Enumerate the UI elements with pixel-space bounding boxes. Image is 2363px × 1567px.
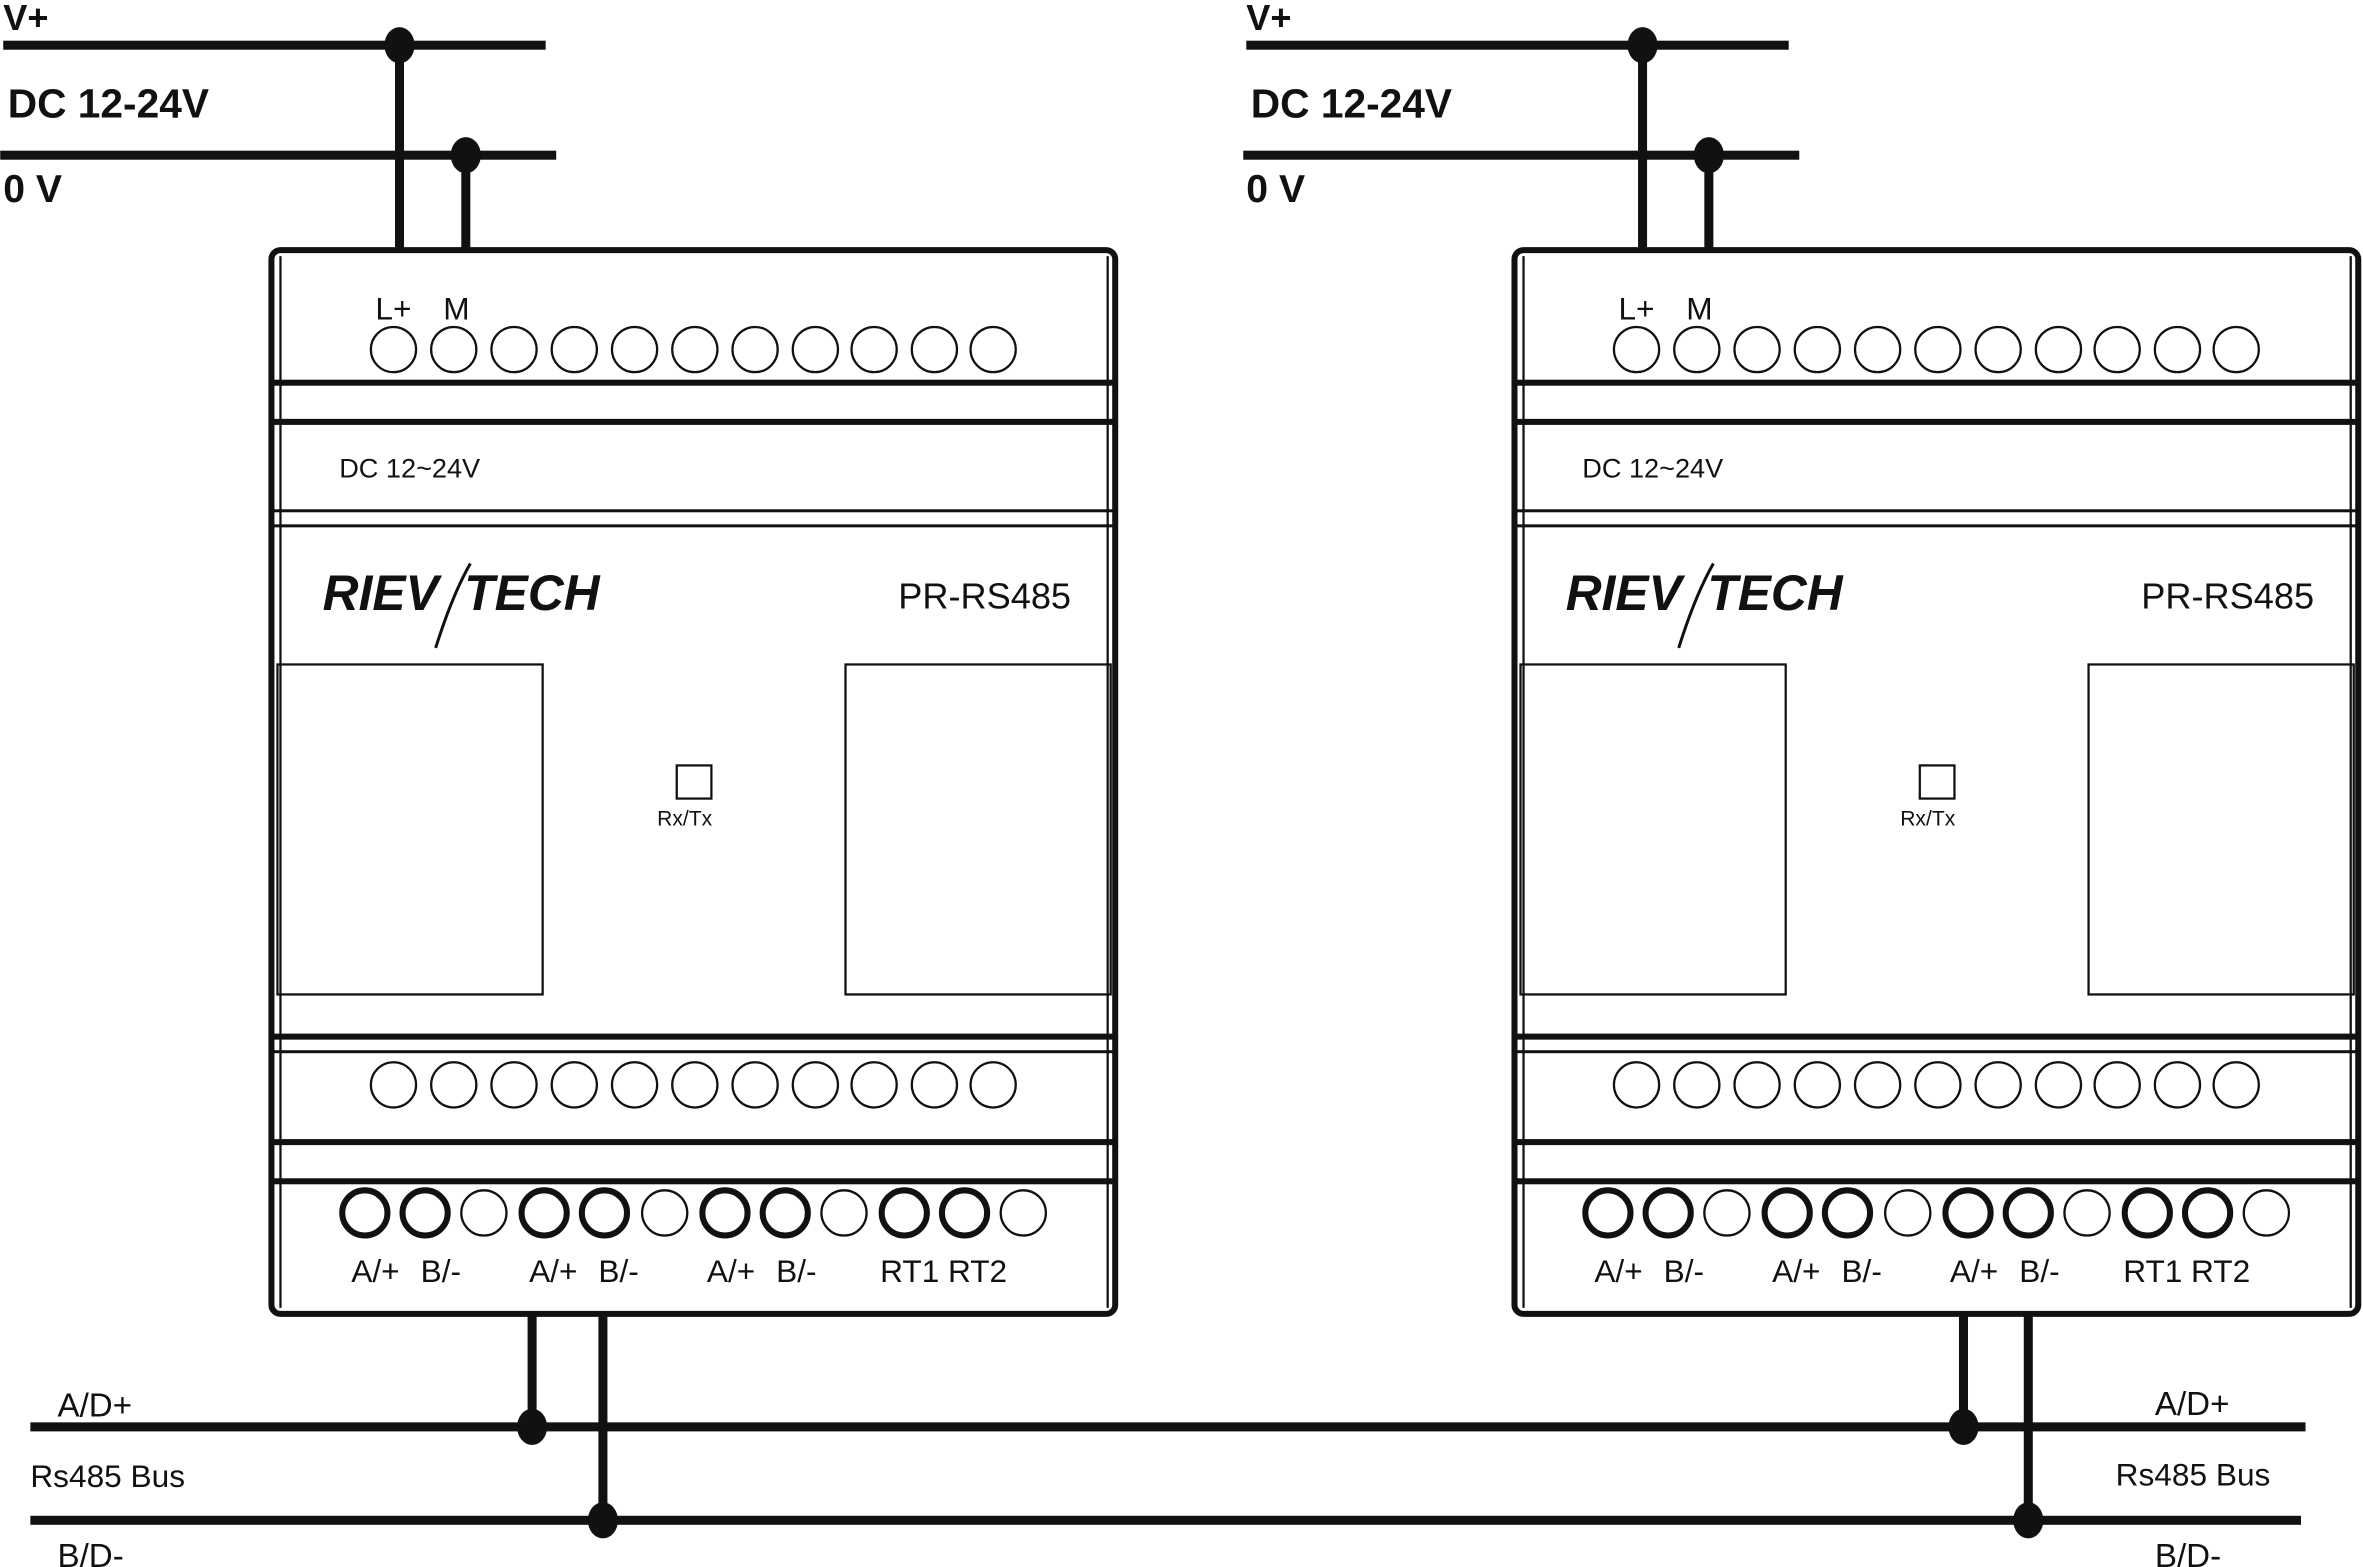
terminal-label-b: B/- [2019, 1253, 2059, 1289]
terminal-label-rt1: RT1 [2123, 1253, 2182, 1289]
terminal-label-a: A/+ [1594, 1253, 1642, 1289]
drop-wire-b-left [598, 1313, 608, 1521]
power-supply-right: V+ DC 12-24V 0 V [1243, 0, 1800, 251]
bottom-terminal-row [339, 1187, 1048, 1239]
terminal-label-rt2: RT2 [2191, 1253, 2250, 1289]
brand-logo: RIEV TECH [323, 562, 601, 649]
supply-label: DC 12-24V [8, 81, 209, 127]
zero-rail [1243, 150, 1800, 160]
vplus-label: V+ [3, 0, 48, 38]
brand-logo: RIEV TECH [1566, 562, 1844, 649]
model-label: PR-RS485 [2141, 576, 2314, 617]
label-window-left [1519, 663, 1787, 996]
terminal-label-m: M [1686, 290, 1712, 326]
bus-line-b [30, 1515, 2302, 1525]
led-label: Rx/Tx [657, 808, 712, 831]
bus-b-label-left: B/D- [57, 1538, 123, 1567]
top-terminal-row [1612, 325, 2260, 374]
zero-rail [0, 150, 557, 160]
zero-label: 0 V [3, 168, 62, 211]
bus-name-left: Rs485 Bus [30, 1458, 185, 1494]
terminal-label-a: A/+ [351, 1253, 399, 1289]
lplus-wire [394, 45, 405, 251]
terminal-label-a: A/+ [529, 1253, 577, 1289]
terminal-label-b: B/- [598, 1253, 638, 1289]
rxtx-led [675, 764, 713, 800]
vplus-label: V+ [1246, 0, 1291, 38]
terminal-label-b: B/- [776, 1253, 816, 1289]
junction-dot [384, 27, 415, 64]
terminal-label-a: A/+ [1772, 1253, 1820, 1289]
terminal-label-b: B/- [1841, 1253, 1881, 1289]
pr-rs485-module-left: L+ M DC 12~24V RIEV TECH PR-RS485 Rx/Tx [268, 247, 1119, 1317]
module-housing [268, 247, 1119, 1317]
led-label: Rx/Tx [1900, 808, 1955, 831]
m-wire [461, 155, 471, 251]
terminal-label-a: A/+ [1950, 1253, 1998, 1289]
rs485-bus: A/D+ Rs485 Bus B/D- A/D+ Rs485 Bus B/D- [30, 1313, 2306, 1567]
junction-dot [1627, 27, 1658, 64]
vplus-rail [1246, 40, 1789, 50]
terminal-label-lplus: L+ [1618, 290, 1654, 326]
label-window-left [276, 663, 544, 996]
label-window-right [2087, 663, 2355, 996]
bottom-terminal-row [1582, 1187, 2291, 1239]
junction-dot [1693, 137, 1724, 174]
pr-rs485-module-right: L+ M DC 12~24V RIEV TECH PR-RS485 Rx/Tx [1511, 247, 2362, 1317]
middle-terminal-row [1612, 1061, 2260, 1109]
bus-b-label-right: B/D- [2155, 1538, 2221, 1567]
vplus-rail [3, 40, 546, 50]
bus-a-label-right: A/D+ [2155, 1386, 2230, 1423]
terminal-label-b: B/- [1664, 1253, 1704, 1289]
model-label: PR-RS485 [898, 576, 1071, 617]
supply-rating: DC 12~24V [339, 453, 480, 484]
junction-dot [2013, 1502, 2044, 1539]
terminal-label-rt2: RT2 [948, 1253, 1007, 1289]
junction-dot [517, 1408, 548, 1445]
middle-terminal-row [369, 1061, 1017, 1109]
bus-line-a [30, 1422, 2306, 1432]
top-terminal-row [369, 325, 1017, 374]
junction-dot [587, 1502, 618, 1539]
label-window-right [844, 663, 1112, 996]
junction-dot [1948, 1408, 1979, 1445]
supply-rating: DC 12~24V [1582, 453, 1723, 484]
drop-wire-a-right [1958, 1313, 1969, 1427]
bus-a-label-left: A/D+ [57, 1387, 132, 1424]
rxtx-led [1918, 764, 1956, 800]
module-housing [1511, 247, 2362, 1317]
drop-wire-a-left [527, 1313, 537, 1427]
terminal-label-b: B/- [421, 1253, 461, 1289]
m-wire [1704, 155, 1714, 251]
supply-label: DC 12-24V [1251, 81, 1452, 127]
svg-text:RIEV: RIEV [323, 565, 443, 621]
bus-name-right: Rs485 Bus [2116, 1457, 2271, 1493]
lplus-wire [1638, 45, 1648, 251]
junction-dot [450, 137, 481, 174]
zero-label: 0 V [1246, 168, 1305, 211]
svg-text:RIEV: RIEV [1566, 565, 1686, 621]
drop-wire-b-right [2023, 1313, 2033, 1521]
terminal-label-rt1: RT1 [880, 1253, 939, 1289]
terminal-label-lplus: L+ [375, 290, 411, 326]
svg-text:TECH: TECH [1707, 565, 1843, 621]
power-supply-left: V+ DC 12-24V 0 V [0, 0, 557, 251]
terminal-label-m: M [443, 290, 469, 326]
svg-text:TECH: TECH [464, 565, 600, 621]
terminal-label-a: A/+ [707, 1253, 755, 1289]
